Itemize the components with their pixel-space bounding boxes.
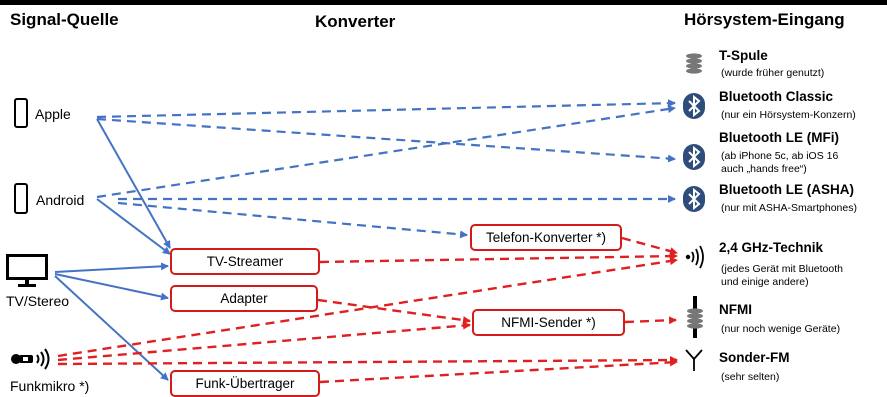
header-converter: Konverter — [315, 12, 396, 31]
input-bluetooth-classic: Bluetooth Classic (nur ein Hörsystem-Kon… — [683, 89, 887, 129]
line-android-btclassic — [96, 105, 676, 199]
source-android-label: Android — [36, 192, 85, 208]
input-2-4-ghz-note-2: und einige andere) — [721, 276, 809, 288]
smartphone-icon — [14, 183, 28, 214]
input-bluetooth-classic-title: Bluetooth Classic — [719, 89, 834, 104]
line-tv-adapter — [54, 273, 169, 301]
input-nfmi-title: NFMI — [719, 302, 752, 317]
converter-nfmi-sender: NFMI-Sender *) — [472, 309, 625, 336]
tv-icon — [6, 254, 48, 288]
line-tvstreamer-ghz — [319, 252, 678, 264]
input-sonder-fm-title: Sonder-FM — [719, 350, 790, 365]
source-tv: TV/Stereo — [6, 254, 86, 314]
cropped-title-strip — [0, 0, 887, 5]
line-android-telefon — [117, 201, 468, 239]
input-bluetooth-le-asha-title: Bluetooth LE (ASHA) — [719, 182, 854, 197]
source-funkmikro-label: Funkmikro *) — [10, 378, 90, 394]
line-funk-fm — [319, 358, 678, 384]
input-2-4-ghz: 2,4 GHz-Technik (jedes Gerät mit Bluetoo… — [683, 238, 887, 294]
converter-telefon-konverter: Telefon-Konverter *) — [470, 224, 622, 251]
converter-funk-uebertrager: Funk-Übertrager — [170, 370, 320, 397]
line-apple-btclassic — [96, 99, 676, 119]
source-android: Android — [14, 183, 114, 219]
line-apple-tvstreamer — [96, 118, 171, 249]
line-apple-btle — [96, 117, 676, 163]
input-sonder-fm: Sonder-FM (sehr selten) — [683, 346, 887, 388]
source-apple-label: Apple — [35, 106, 71, 122]
input-bluetooth-le-mfi-note-2: auch „hands free“) — [721, 163, 807, 175]
header-hearing-input: Hörsystem-Eingang — [684, 10, 845, 29]
wireless-icon — [685, 245, 704, 269]
antenna-icon — [685, 349, 703, 371]
line-adapter-nfmisender — [317, 298, 471, 325]
input-t-spule-note: (wurde früher genutzt) — [721, 67, 825, 79]
radio-microphone-icon — [11, 348, 50, 370]
line-funkmikro-nfmisender — [57, 321, 471, 362]
input-bluetooth-le-asha: Bluetooth LE (ASHA) (nur mit ASHA-Smartp… — [683, 182, 887, 222]
input-bluetooth-le-mfi: Bluetooth LE (MFi) (ab iPhone 5c, ab iOS… — [683, 130, 887, 178]
nfmi-coil-icon — [687, 296, 703, 338]
header-signal-source: Signal-Quelle — [10, 10, 119, 29]
input-bluetooth-le-mfi-title: Bluetooth LE (MFi) — [719, 130, 839, 145]
coil-icon — [686, 53, 702, 74]
bluetooth-icon — [683, 93, 705, 119]
input-bluetooth-le-asha-note: (nur mit ASHA-Smartphones) — [721, 202, 857, 214]
line-telefon-ghz — [621, 236, 678, 256]
line-android-tvstreamer — [96, 198, 171, 255]
bluetooth-icon — [683, 186, 705, 212]
source-tv-label: TV/Stereo — [6, 293, 70, 309]
input-2-4-ghz-note-1: (jedes Gerät mit Bluetooth — [721, 263, 843, 275]
input-nfmi-note: (nur noch wenige Geräte) — [721, 323, 841, 335]
bluetooth-icon — [683, 144, 705, 170]
input-t-spule: T-Spule (wurde früher genutzt) — [683, 48, 887, 88]
input-nfmi: NFMI (nur noch wenige Geräte) — [683, 296, 887, 342]
source-funkmikro: Funkmikro *) — [10, 348, 120, 396]
smartphone-icon — [14, 98, 28, 128]
input-t-spule-title: T-Spule — [719, 48, 768, 63]
input-2-4-ghz-title: 2,4 GHz-Technik — [719, 240, 824, 255]
converter-tv-streamer: TV-Streamer — [170, 248, 320, 275]
input-sonder-fm-note: (sehr selten) — [721, 371, 780, 383]
input-bluetooth-le-mfi-note-1: (ab iPhone 5c, ab iOS 16 — [721, 150, 839, 162]
converter-adapter: Adapter — [170, 285, 318, 312]
source-apple: Apple — [14, 98, 104, 134]
input-bluetooth-classic-note: (nur ein Hörsystem-Konzern) — [721, 109, 856, 121]
line-nfmisender-nfmi — [624, 316, 677, 325]
line-tv-tvstreamer — [54, 262, 169, 273]
line-funkmikro-fm — [57, 356, 678, 366]
